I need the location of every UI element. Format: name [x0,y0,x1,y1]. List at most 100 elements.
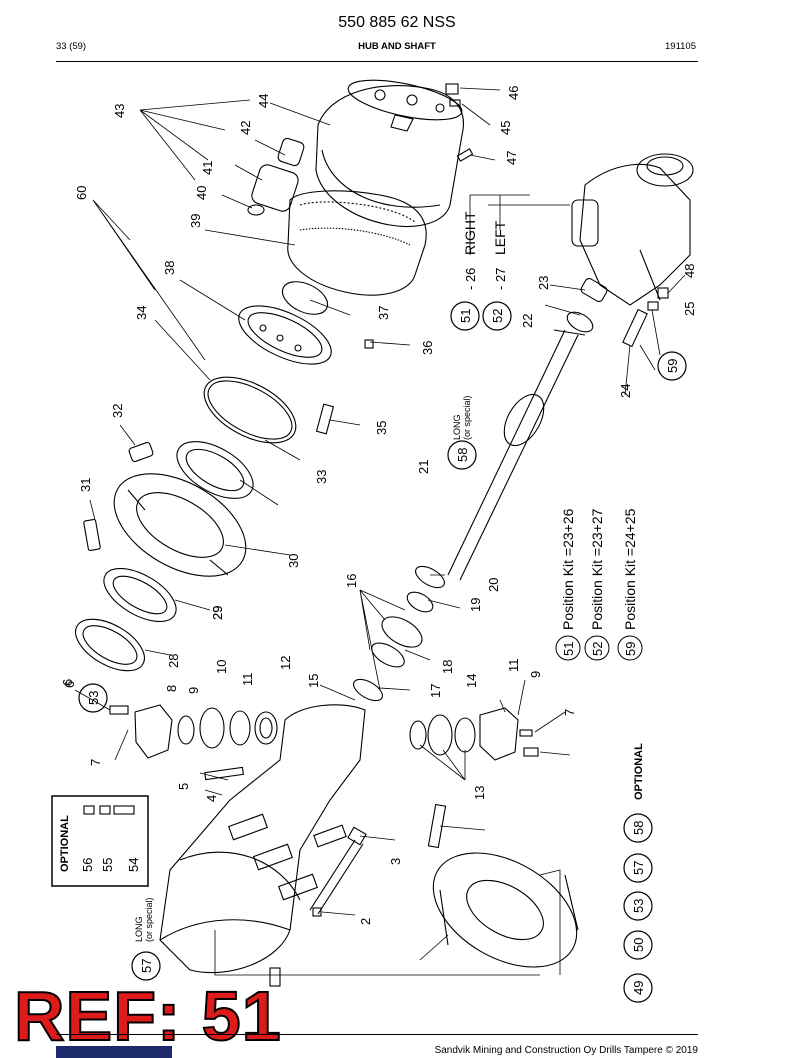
callout-7: 7 [88,759,103,766]
callout-14: 14 [464,674,479,688]
kit-circle-52 [584,635,610,661]
callout-38: 38 [162,261,177,275]
circled-number-52: 52 [490,309,505,323]
circled-number-57: 57 [139,959,154,973]
knuckle-seal-drawing [566,277,608,333]
callout-6: 6 [60,679,75,686]
header-rule [56,61,698,62]
optional-box-item: 55 [100,858,115,872]
callout-33: 33 [314,470,329,484]
callout-11: 11 [240,673,255,687]
callout-25: 25 [682,302,697,316]
section-title: HUB AND SHAFT [358,41,436,52]
circle-57 [131,951,161,981]
callout-6: 6 [62,681,77,688]
kit-number-59: 59 [623,642,638,656]
right-label: RIGHT [462,211,478,255]
left-ref: - 27 [493,268,508,290]
optional-parts-drawing [83,805,135,815]
callout-17: 17 [428,684,443,698]
callout-13: 13 [472,786,487,800]
callout-41: 41 [200,161,215,175]
callout-20: 20 [486,578,501,592]
planet-gear-drawing [247,137,305,216]
circle-51 [450,301,480,331]
upper-bearing-drawing [176,441,254,499]
long-label: LONG [452,414,462,440]
mounting-flange-drawing [432,852,579,968]
circle-53 [78,683,108,713]
callout-34: 34 [134,306,149,320]
optional-list-title: OPTIONAL [633,743,645,800]
kit-number-51: 51 [561,642,576,656]
callout-23: 23 [536,276,551,290]
callout-40: 40 [194,186,209,200]
callout-11: 11 [506,659,521,673]
optional-box-item: 54 [126,858,141,872]
circled-number-59: 59 [665,359,680,373]
kit-text-52: Position Kit =23+27 [589,508,605,630]
callout-9: 9 [186,687,201,694]
flange-bolt-drawing [427,803,447,849]
ref-overlay-label: REF: 51 [13,976,282,1056]
callout-2: 2 [358,918,373,925]
callout-5: 5 [176,783,191,790]
circled-number-53: 53 [86,691,101,705]
circle-58 [447,440,477,470]
seal-drawing [75,618,145,672]
callout-18: 18 [440,660,455,674]
side-labels: RIGHT LEFT - 26 - 27 LONG (or special) L… [134,211,508,942]
document-date: 191105 [665,41,696,52]
knuckle-bolt-drawing [622,287,669,348]
circle-57 [623,853,653,883]
callout-35: 35 [374,421,389,435]
callout-42: 42 [238,121,253,135]
sun-gear-drawing [238,281,332,365]
kit-circle-51 [555,635,581,661]
long-sublabel: (or special) [462,395,472,440]
callout-19: 19 [468,598,483,612]
callout-48: 48 [682,264,697,278]
kit-number-52: 52 [590,642,605,656]
callout-36: 36 [420,341,435,355]
footer-text: Sandvik Mining and Construction Oy Drill… [434,1045,698,1056]
optional-box: OPTIONAL 56 55 54 [51,795,149,887]
circle-58 [623,813,653,843]
callout-15: 15 [306,674,321,688]
callout-9: 9 [528,671,543,678]
company-logo [56,1046,172,1058]
circle-59 [657,351,687,381]
callout-37: 37 [376,306,391,320]
callout-44: 44 [256,94,271,108]
callout-47: 47 [504,151,519,165]
steering-knuckle-drawing [571,153,694,306]
document-title: 550 885 62 NSS [338,14,456,31]
top-hardware-drawing [445,83,474,162]
pin-drawing [315,339,374,435]
optional-box-item: 56 [80,858,95,872]
callout-24: 24 [618,384,633,398]
long-label-lower: LONG [134,916,144,942]
circled-number-53: 53 [631,899,646,913]
callout-32: 32 [110,404,125,418]
hub-drawing [113,473,247,577]
callout-12: 12 [278,656,293,670]
housing-bolt-drawing [309,826,367,915]
optional-list: OPTIONAL [633,743,645,800]
wheel-bolt-drawing [83,441,154,552]
callout-10: 10 [214,660,229,674]
hub-housing-drawing [315,79,464,228]
circled-number-58: 58 [455,448,470,462]
callout-43: 43 [112,104,127,118]
kit-circle-59 [617,635,643,661]
drive-shaft-drawing [447,329,586,581]
ring-gear-drawing [287,190,427,296]
left-label: LEFT [492,220,508,255]
callout-31: 31 [78,478,93,492]
callout-8: 8 [164,685,179,692]
circled-number-57: 57 [631,861,646,875]
lower-bearing-drawing [103,567,177,623]
right-ref: - 26 [463,268,478,290]
circle-52 [482,301,512,331]
